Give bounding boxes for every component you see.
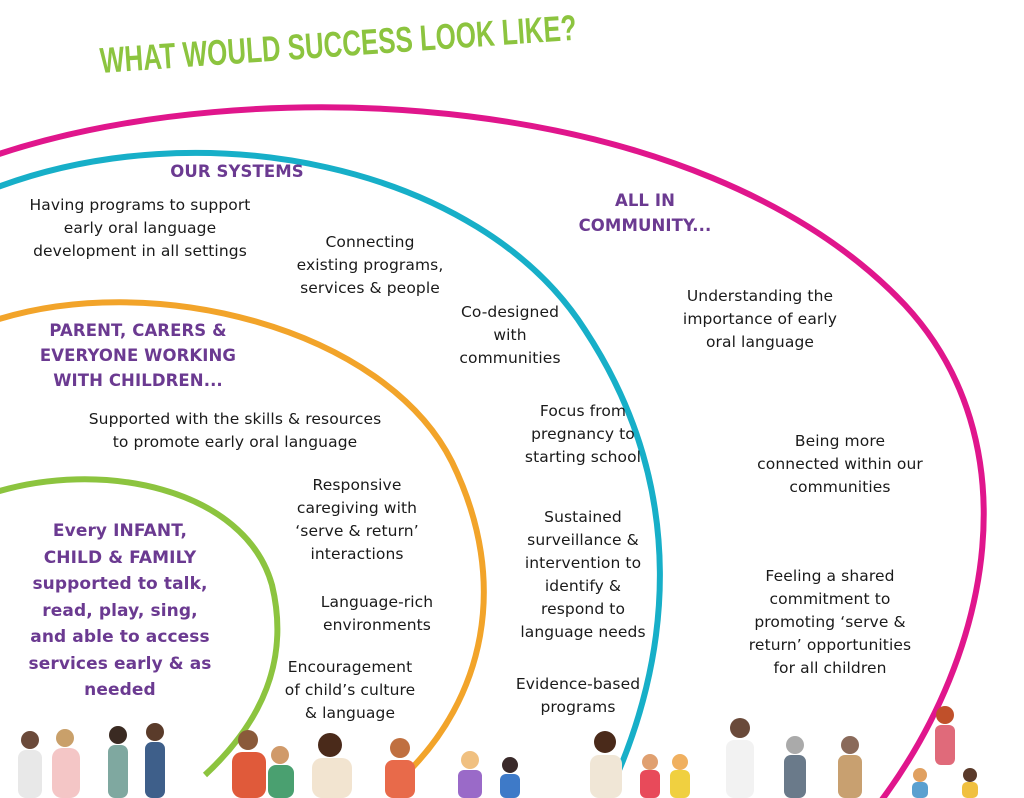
child-ring bbox=[0, 476, 281, 778]
community-item: Feeling a shared commitment to promoting… bbox=[748, 567, 912, 677]
parent-stroller-figure bbox=[108, 723, 165, 798]
systems-item: Co-designed with communities bbox=[459, 303, 561, 367]
child-heading: Every INFANT, CHILD & FAMILY supported t… bbox=[28, 521, 212, 700]
parents-item: Encouragement of child’s culture & langu… bbox=[284, 658, 416, 722]
community-heading: ALL IN COMMUNITY... bbox=[578, 191, 712, 235]
children-figure bbox=[385, 738, 520, 798]
systems-item: Evidence-based programs bbox=[515, 675, 641, 716]
reading-figure bbox=[312, 733, 352, 798]
community-item: Understanding the importance of early or… bbox=[682, 287, 838, 351]
parents-item: Supported with the skills & resources to… bbox=[88, 410, 382, 451]
storyteller-figure bbox=[912, 706, 978, 798]
systems-item: Sustained surveillance & intervention to… bbox=[520, 508, 646, 641]
systems-item: Having programs to support early oral la… bbox=[29, 196, 251, 260]
group-figure bbox=[232, 730, 294, 798]
parents-ring bbox=[0, 299, 487, 778]
teacher-children-figure bbox=[590, 731, 690, 798]
systems-item: Connecting existing programs, services &… bbox=[296, 233, 444, 297]
parents-item: Responsive caregiving with ‘serve & retu… bbox=[295, 476, 419, 563]
community-ring bbox=[0, 104, 987, 798]
people-illustration bbox=[18, 706, 978, 798]
parents-item: Language-rich environments bbox=[320, 593, 434, 634]
systems-ring bbox=[0, 149, 663, 797]
family-figure bbox=[18, 729, 80, 798]
community-group-figure bbox=[726, 718, 862, 798]
systems-heading: OUR SYSTEMS bbox=[170, 162, 304, 181]
community-item: Being more connected within our communit… bbox=[757, 432, 923, 496]
systems-item: Focus from pregnancy to starting school bbox=[524, 402, 642, 466]
parents-heading: PARENT, CARERS & EVERYONE WORKING WITH C… bbox=[39, 321, 237, 390]
